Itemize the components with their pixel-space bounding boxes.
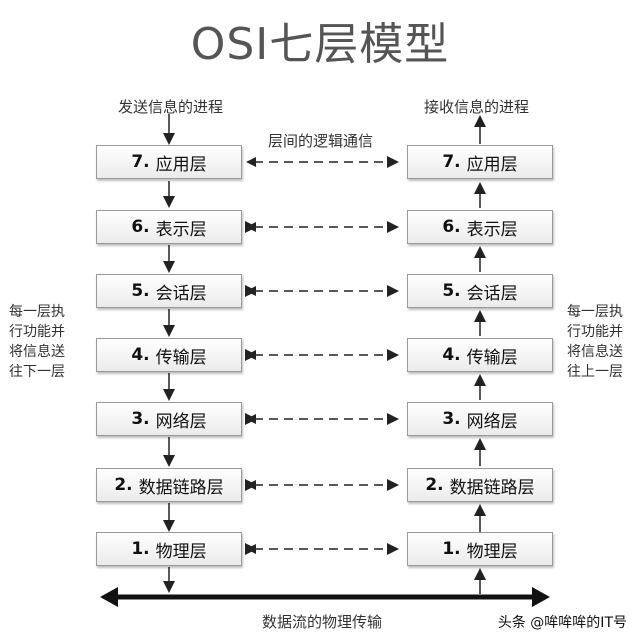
right-side-note: 每一层执 行功能并 将信息送 往上一层 [567,304,623,380]
left-side-note: 每一层执 行功能并 将信息送 往下一层 [9,304,65,380]
physical-bus-left-head [100,587,118,607]
right-layer-6: 6.表示层 [407,210,553,244]
receiving-process-caption: 接收信息的进程 [424,98,530,116]
logical-communication-caption: 层间的逻辑通信 [268,132,374,150]
sending-process-caption: 发送信息的进程 [118,98,224,116]
left-layer-5: 5.会话层 [96,274,242,308]
left-layer-1: 1.物理层 [96,532,242,566]
right-layer-2: 2.数据链路层 [407,468,553,502]
left-layer-2: 2.数据链路层 [96,468,242,502]
diagram-title: OSI七层模型 [190,19,450,70]
right-layer-7: 7.应用层 [407,145,553,179]
physical-bus-right-head [532,587,550,607]
right-layer-4: 4.传输层 [407,338,553,372]
left-layer-3: 3.网络层 [96,402,242,436]
left-layer-6: 6.表示层 [96,210,242,244]
physical-flow-caption: 数据流的物理传输 [262,613,383,631]
right-layer-3: 3.网络层 [407,402,553,436]
right-layer-5: 5.会话层 [407,274,553,308]
right-layer-1: 1.物理层 [407,532,553,566]
left-layer-4: 4.传输层 [96,338,242,372]
left-layer-7: 7.应用层 [96,145,242,179]
watermark: 头条 @哞哞哞的IT号 [494,611,630,633]
